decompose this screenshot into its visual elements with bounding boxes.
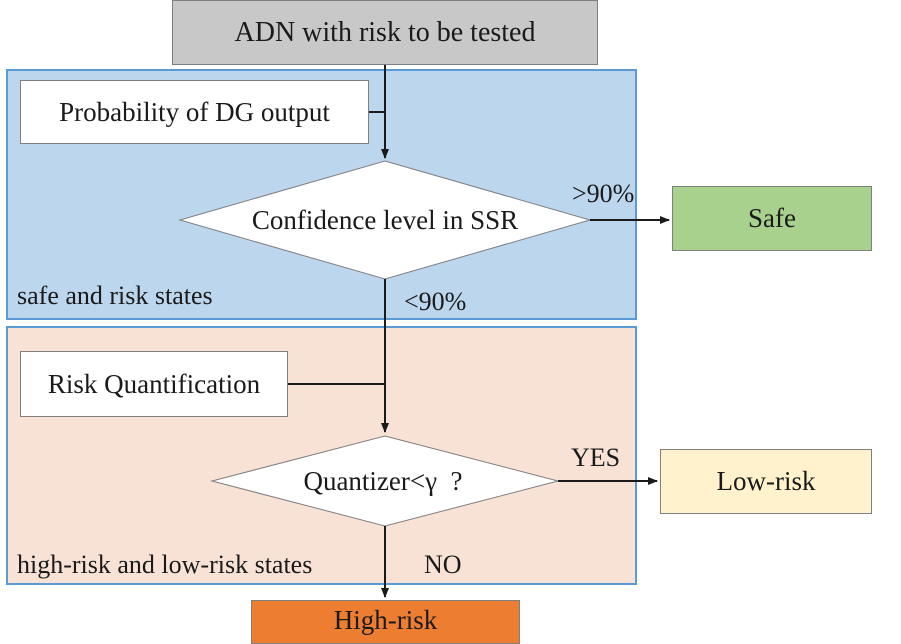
risk-quantification-node: Risk Quantification [20,351,288,417]
region-bottom-label: high-risk and low-risk states [17,550,313,579]
confidence-diamond-label: Confidence level in SSR [252,205,518,235]
start-node: ADN with risk to be tested [172,0,598,65]
edge-label-less-90: <90% [404,287,467,316]
edge-label-yes: YES [571,443,621,472]
low-risk-node: Low-risk [660,449,872,514]
high-risk-node: High-risk [251,600,520,644]
dg-output-node: Probability of DG output [20,80,369,144]
edge-label-no: NO [424,550,462,579]
quantizer-diamond-label: Quantizer<γ ? [303,466,462,496]
edge-label-greater-90: >90% [572,179,635,208]
safe-node: Safe [672,186,872,251]
region-top-label: safe and risk states [17,281,213,310]
